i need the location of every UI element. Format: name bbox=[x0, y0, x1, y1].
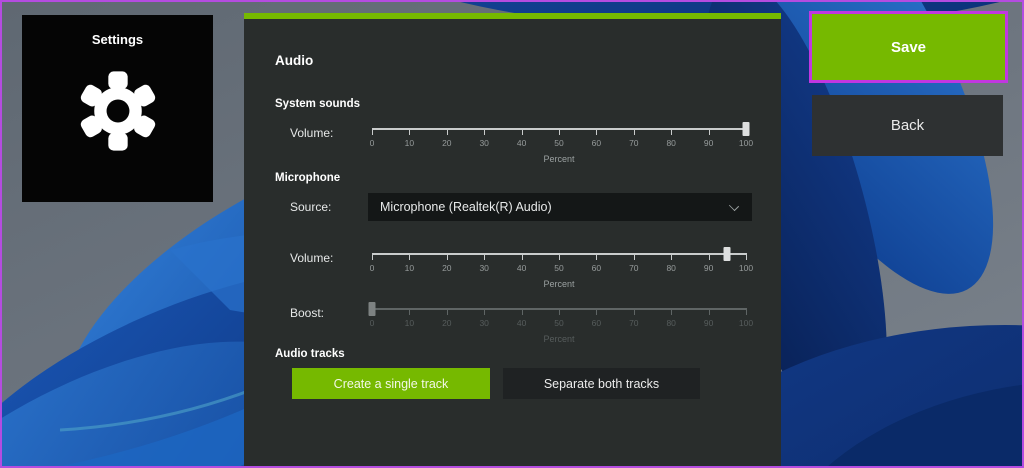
system-volume-label: Volume: bbox=[290, 126, 334, 140]
slider-tick-label: 30 bbox=[479, 263, 489, 273]
slider-tick bbox=[521, 253, 523, 260]
mic-volume-slider[interactable]: 0 10 20 30 40 50 60 70 80 90 100 Percent bbox=[369, 247, 753, 303]
slider-tick bbox=[633, 253, 635, 260]
slider-tick bbox=[596, 128, 598, 135]
slider-tick bbox=[708, 128, 710, 135]
slider-tick-label: 20 bbox=[442, 138, 452, 148]
slider-thumb[interactable] bbox=[723, 247, 731, 261]
slider-tick bbox=[409, 308, 411, 315]
slider-tick-label: 0 bbox=[369, 318, 375, 328]
slider-tick bbox=[559, 308, 560, 315]
slider-tick bbox=[446, 253, 448, 260]
mic-boost-slider: 0 10 20 30 40 50 60 70 80 90 100 Percent bbox=[368, 302, 753, 358]
slider-thumb[interactable] bbox=[742, 122, 750, 136]
slider-unit-label: Percent bbox=[543, 279, 575, 289]
slider-tick-label: 10 bbox=[404, 263, 415, 273]
slider-tick-label: 40 bbox=[516, 318, 527, 328]
slider-tick-label: 100 bbox=[738, 263, 754, 273]
slider-tick-label: 40 bbox=[516, 138, 527, 148]
create-single-track-button[interactable]: Create a single track bbox=[292, 368, 490, 399]
slider-tick bbox=[484, 308, 486, 315]
settings-card[interactable]: Settings bbox=[22, 15, 213, 202]
slider-tick bbox=[633, 128, 635, 135]
settings-card-title: Settings bbox=[91, 32, 144, 47]
slider-tick bbox=[708, 253, 710, 260]
slider-tick bbox=[671, 128, 673, 135]
slider-tick-label: 80 bbox=[666, 318, 676, 328]
slider-tick bbox=[596, 253, 598, 260]
panel-accent-bar bbox=[244, 13, 781, 19]
mic-boost-label: Boost: bbox=[290, 306, 325, 320]
slider-unit-label: Percent bbox=[543, 334, 575, 344]
slider-tick bbox=[446, 308, 448, 315]
gear-icon bbox=[74, 67, 162, 160]
slider-tick-label: 0 bbox=[369, 263, 375, 273]
mic-source-label: Source: bbox=[290, 200, 332, 214]
slider-tick-label: 60 bbox=[591, 263, 602, 273]
slider-tick-label: 50 bbox=[554, 138, 564, 148]
save-button-highlight: Save bbox=[809, 11, 1008, 83]
slider-tick bbox=[633, 308, 635, 315]
save-button[interactable]: Save bbox=[812, 14, 1005, 80]
slider-tick bbox=[671, 308, 673, 315]
slider-tick bbox=[746, 308, 747, 315]
system-sounds-heading: System sounds bbox=[275, 98, 360, 110]
audio-tracks-heading: Audio tracks bbox=[275, 348, 345, 360]
mic-source-value: Microphone (Realtek(R) Audio) bbox=[380, 200, 552, 214]
slider-tick-label: 70 bbox=[629, 318, 639, 328]
separate-both-tracks-button[interactable]: Separate both tracks bbox=[503, 368, 700, 399]
panel-title: Audio bbox=[275, 53, 314, 68]
slider-tick-label: 90 bbox=[703, 138, 714, 148]
slider-tick bbox=[409, 253, 411, 260]
slider-tick-label: 80 bbox=[666, 138, 676, 148]
microphone-heading: Microphone bbox=[275, 172, 341, 184]
slider-tick-label: 10 bbox=[404, 138, 415, 148]
system-volume-slider[interactable]: 0 10 20 30 40 50 60 70 80 90 100 Percent bbox=[369, 122, 753, 178]
slider-unit-label: Percent bbox=[543, 154, 575, 164]
slider-tick-label: 40 bbox=[516, 263, 527, 273]
slider-tick-label: 30 bbox=[479, 138, 489, 148]
slider-thumb bbox=[368, 302, 376, 316]
slider-tick-label: 100 bbox=[738, 138, 754, 148]
slider-tick bbox=[446, 128, 448, 135]
slider-tick-label: 60 bbox=[591, 318, 602, 328]
slider-tick-label: 10 bbox=[404, 318, 415, 328]
chevron-down-icon bbox=[728, 200, 740, 212]
slider-tick bbox=[521, 128, 523, 135]
slider-tick bbox=[559, 253, 560, 260]
slider-tick bbox=[559, 128, 560, 135]
slider-tick bbox=[521, 308, 523, 315]
slider-tick-label: 0 bbox=[369, 138, 375, 148]
slider-tick-label: 60 bbox=[591, 138, 602, 148]
slider-tick bbox=[409, 128, 411, 135]
slider-tick bbox=[708, 308, 710, 315]
slider-tick bbox=[746, 253, 747, 260]
slider-tick bbox=[372, 128, 373, 135]
slider-tick-label: 20 bbox=[442, 263, 452, 273]
slider-tick bbox=[372, 253, 373, 260]
slider-tick-label: 70 bbox=[629, 138, 639, 148]
slider-tick-label: 50 bbox=[554, 318, 564, 328]
slider-tick-label: 20 bbox=[442, 318, 452, 328]
audio-settings-panel: Audio System sounds Volume: 0 10 20 30 40 50 6… bbox=[244, 13, 781, 468]
slider-tick-label: 90 bbox=[703, 263, 714, 273]
slider-tick-label: 90 bbox=[703, 318, 714, 328]
slider-tick bbox=[484, 253, 486, 260]
slider-tick bbox=[596, 308, 598, 315]
slider-tick-label: 50 bbox=[554, 263, 564, 273]
slider-tick bbox=[484, 128, 486, 135]
slider-tick-label: 30 bbox=[479, 318, 489, 328]
back-button[interactable]: Back bbox=[812, 95, 1003, 156]
slider-tick-label: 80 bbox=[666, 263, 676, 273]
mic-volume-label: Volume: bbox=[290, 251, 334, 265]
mic-source-dropdown[interactable]: Microphone (Realtek(R) Audio) bbox=[368, 193, 752, 221]
slider-tick-label: 70 bbox=[629, 263, 639, 273]
slider-tick-label: 100 bbox=[738, 318, 754, 328]
slider-tick bbox=[671, 253, 673, 260]
